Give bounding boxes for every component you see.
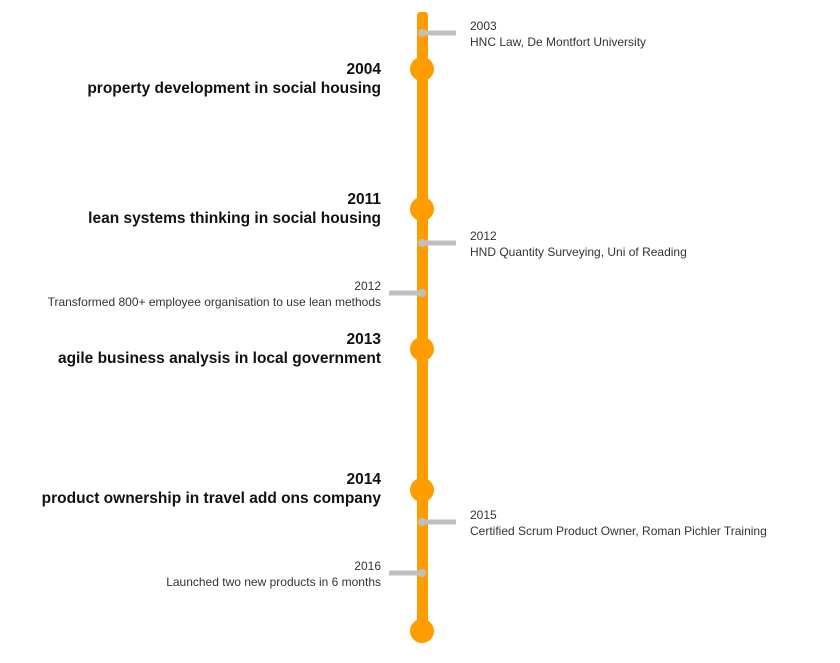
milestone-2003: 2003 HNC Law, De Montfort University (470, 18, 646, 50)
role-year: 2004 (346, 61, 381, 78)
milestone-dot-2016 (418, 569, 426, 577)
milestone-description: HND Quantity Surveying, Uni of Reading (470, 245, 687, 259)
milestone-dot-2015 (418, 518, 426, 526)
timeline-spine (417, 12, 428, 634)
milestone-description: Transformed 800+ employee organisation t… (47, 295, 381, 309)
role-2013: 2013 agile business analysis in local go… (58, 330, 381, 368)
milestone-year: 2012 (470, 229, 497, 243)
role-2004: 2004 property development in social hous… (87, 60, 381, 98)
milestone-2016: 2016 Launched two new products in 6 mont… (166, 558, 381, 590)
milestone-dot-2003 (418, 29, 426, 37)
milestone-year: 2015 (470, 508, 497, 522)
role-node-2014 (410, 478, 434, 502)
role-description: lean systems thinking in social housing (88, 210, 381, 227)
timeline-end-node (410, 619, 434, 643)
milestone-2012-hnd: 2012 HND Quantity Surveying, Uni of Read… (470, 228, 687, 260)
role-node-2004 (410, 57, 434, 81)
milestone-description: Certified Scrum Product Owner, Roman Pic… (470, 524, 767, 538)
milestone-dot-2012-right (418, 239, 426, 247)
role-node-2013 (410, 337, 434, 361)
role-2014: 2014 product ownership in travel add ons… (42, 470, 381, 508)
role-description: property development in social housing (87, 80, 381, 97)
role-year: 2011 (347, 191, 381, 208)
milestone-year: 2003 (470, 19, 497, 33)
milestone-year: 2012 (354, 279, 381, 293)
milestone-description: Launched two new products in 6 months (166, 575, 381, 589)
milestone-year: 2016 (354, 559, 381, 573)
role-2011: 2011 lean systems thinking in social hou… (88, 190, 381, 228)
milestone-2012-lean: 2012 Transformed 800+ employee organisat… (48, 278, 381, 310)
role-year: 2013 (346, 331, 381, 348)
role-description: product ownership in travel add ons comp… (41, 490, 381, 507)
milestone-2015: 2015 Certified Scrum Product Owner, Roma… (470, 507, 767, 539)
role-description: agile business analysis in local governm… (57, 350, 381, 367)
role-node-2011 (410, 197, 434, 221)
milestone-description: HNC Law, De Montfort University (470, 35, 647, 49)
role-year: 2014 (346, 471, 381, 488)
milestone-dot-2012-left (418, 289, 426, 297)
